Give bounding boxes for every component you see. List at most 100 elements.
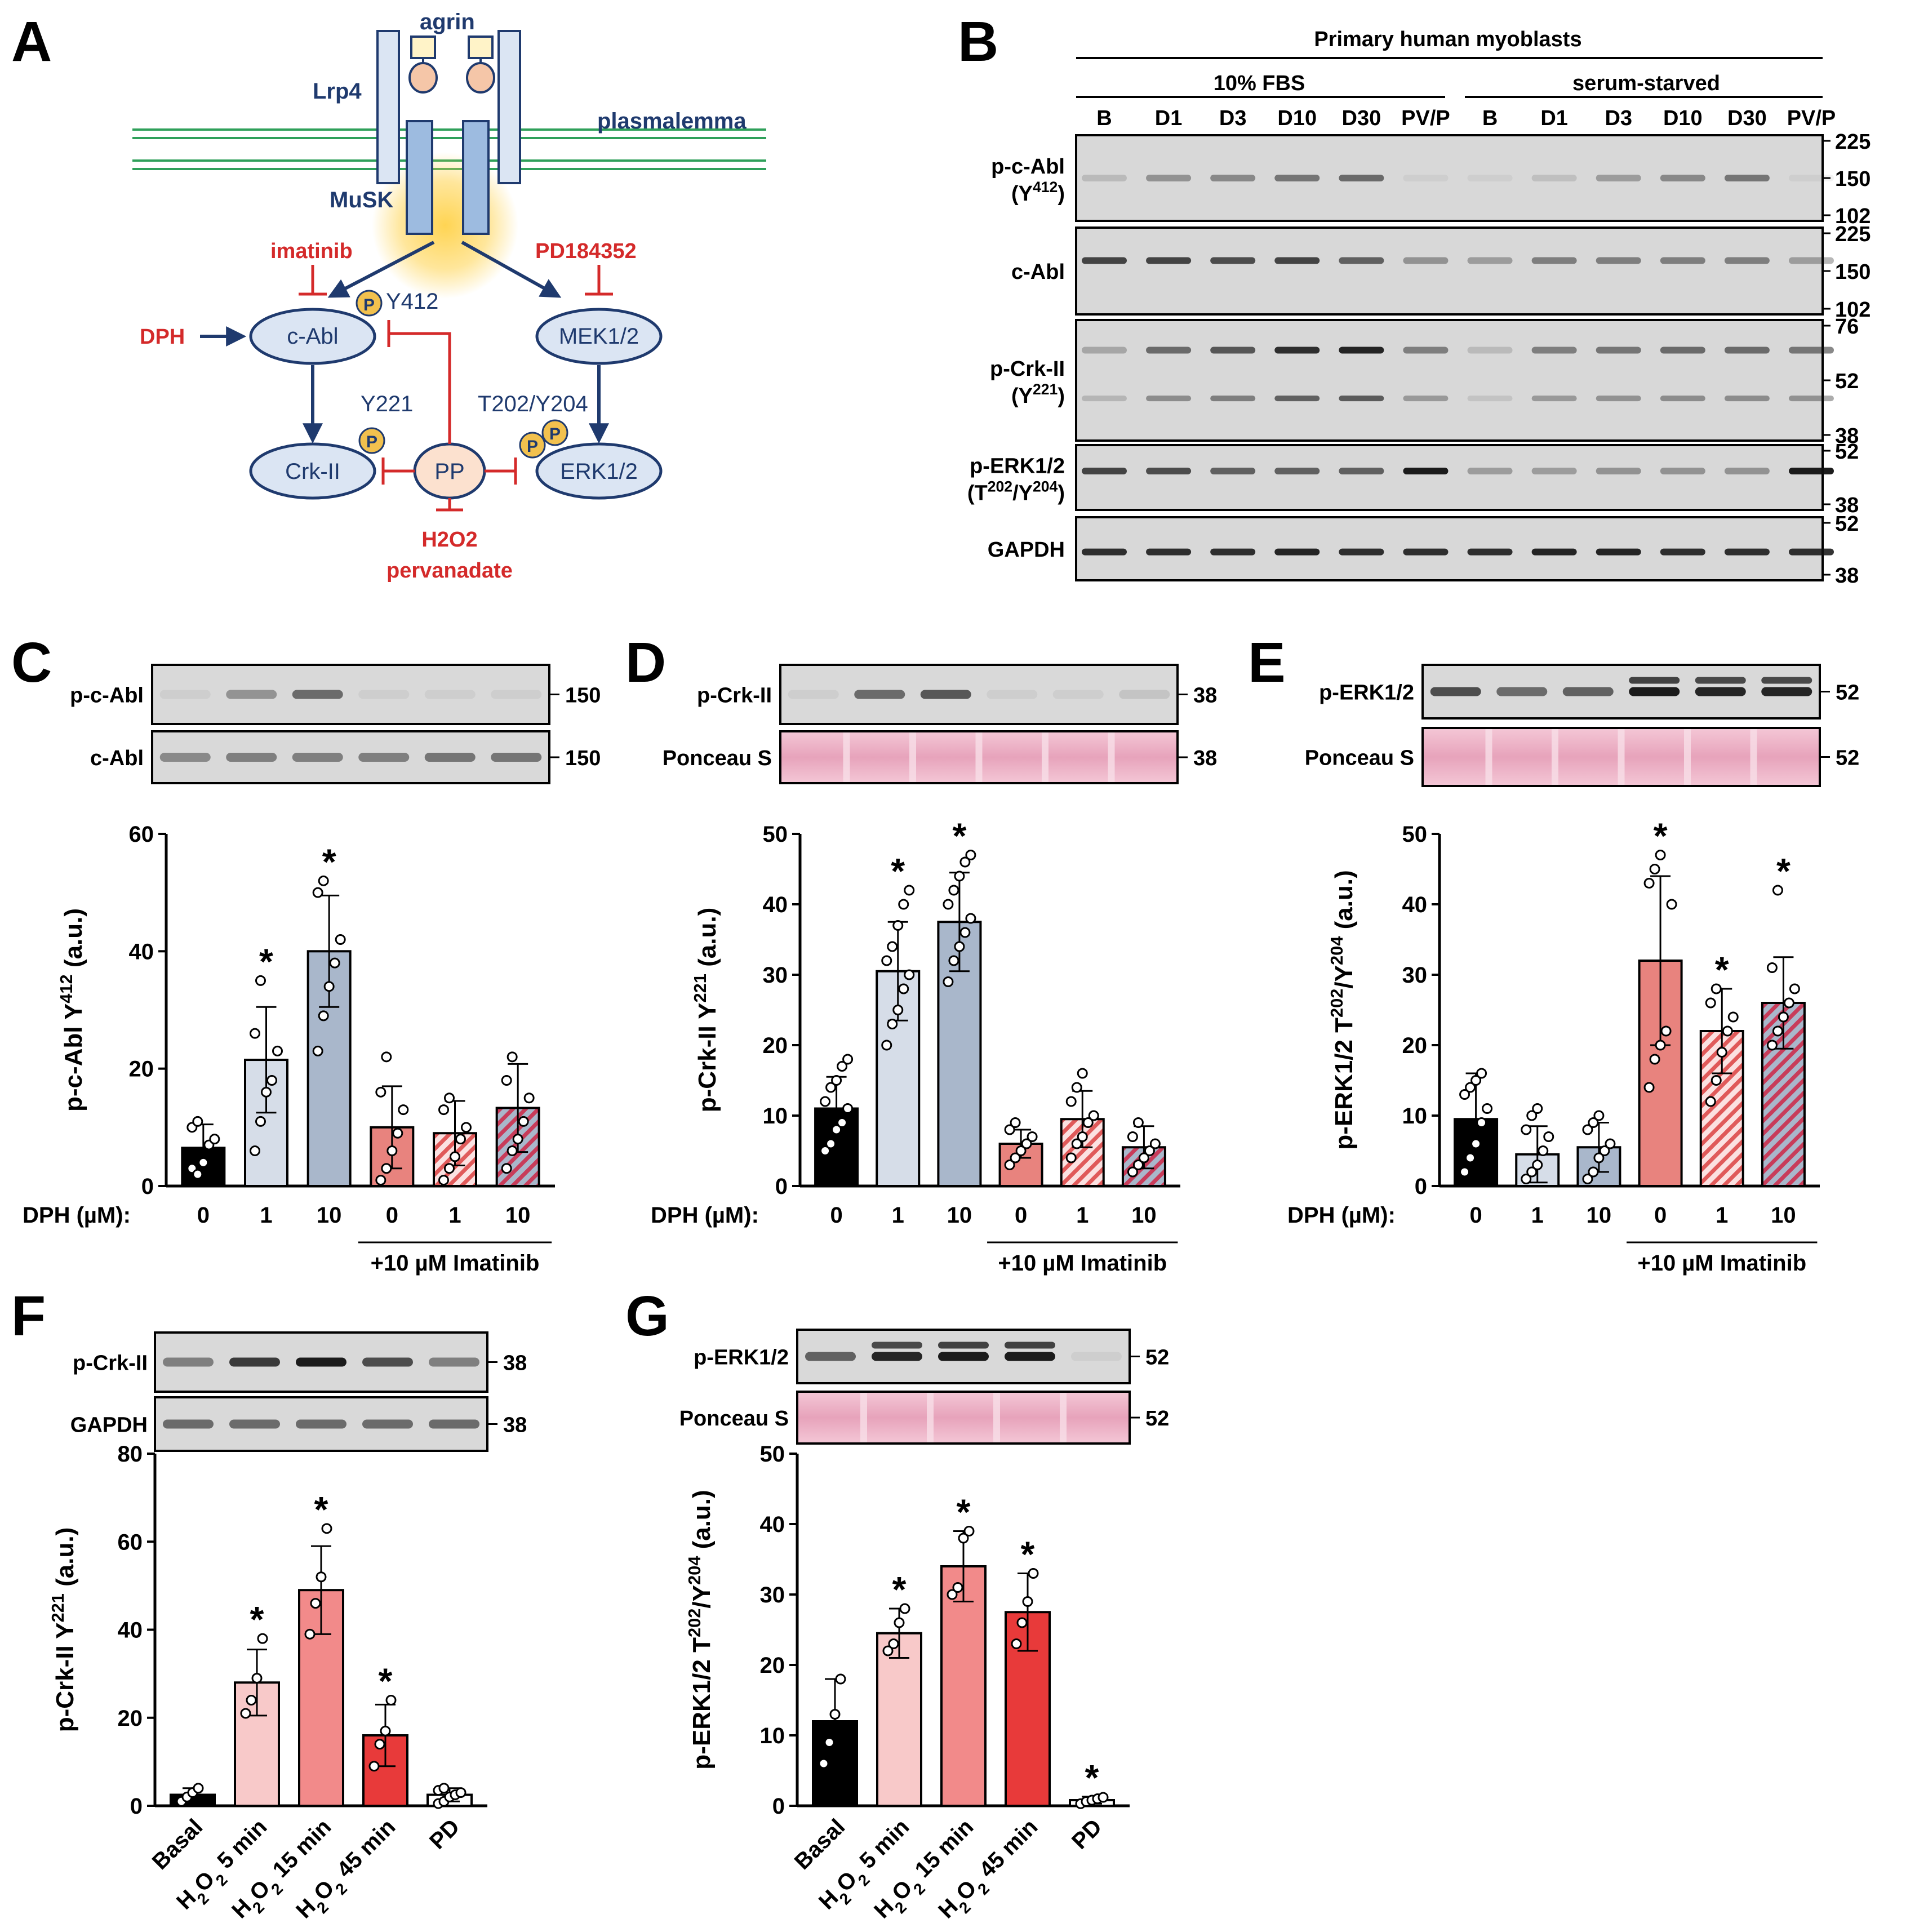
blot-band [1467, 548, 1513, 556]
y-tick-label: 20 [763, 1033, 788, 1058]
data-point [1710, 1075, 1722, 1086]
blot-band [1789, 175, 1834, 181]
crk-node-label: Crk-II [285, 459, 340, 484]
mek-node [535, 308, 663, 365]
blot-row-label: p-ERK1/2 [1319, 681, 1414, 705]
data-point [965, 913, 976, 924]
panel-letter-g: G [625, 1285, 669, 1348]
blot-b-row-sublabel: (Y412) [1011, 179, 1065, 206]
group-label: +10 µM Imatinib [371, 1251, 540, 1276]
musk-right [462, 120, 490, 235]
data-point [375, 1086, 386, 1098]
data-point [1465, 1082, 1476, 1093]
data-point [392, 1127, 403, 1139]
data-point [1010, 1152, 1021, 1163]
y-tick-label: 50 [760, 1442, 785, 1467]
x-tick-label: 0 [197, 1203, 210, 1228]
data-point [1660, 1025, 1672, 1037]
data-point [959, 927, 971, 938]
mw-label: 52 [1836, 747, 1859, 770]
mek-node-label: MEK1/2 [559, 324, 639, 349]
blot-band [491, 690, 542, 699]
data-point [1655, 850, 1666, 860]
ponceau-lane-gap [909, 732, 916, 782]
phospho-crk [358, 427, 385, 454]
ponceau-strip [796, 1391, 1131, 1445]
blot-b-row-sublabel: (Y221) [1011, 381, 1065, 408]
data-point [1649, 1054, 1660, 1065]
data-point [461, 1122, 472, 1133]
blot-band [358, 690, 410, 699]
lane-label: D30 [1342, 106, 1381, 130]
data-point [954, 941, 965, 952]
blot-b-row-label: p-Crk-II [990, 357, 1065, 381]
mw-label: 102 [1835, 298, 1871, 322]
blot-band [1146, 347, 1192, 354]
blot-band [1339, 347, 1384, 354]
lane-label: D1 [1540, 106, 1568, 130]
ponceau-lane-gap [1060, 1393, 1067, 1442]
mw-label: 52 [1145, 1407, 1169, 1431]
blot-band [1210, 347, 1256, 354]
y-tick-label: 40 [1402, 892, 1428, 917]
y-tick-label: 30 [1402, 963, 1428, 988]
y-tick-label: 40 [118, 1618, 143, 1643]
blot-b-row-label: GAPDH [988, 538, 1065, 562]
mw-label: 150 [1835, 260, 1871, 284]
significance-star: * [250, 1599, 264, 1640]
y-axis-label: p-ERK1/2 T202/Y204 (a.u.) [685, 1490, 716, 1769]
significance-star: * [1654, 816, 1668, 856]
mw-label: 225 [1835, 223, 1871, 246]
data-point [1521, 1124, 1532, 1135]
blot-band [1339, 175, 1384, 181]
data-point [381, 1051, 392, 1063]
blot-band [163, 1357, 214, 1367]
y-tick-label: 10 [1402, 1104, 1428, 1129]
y-tick-label: 40 [129, 939, 154, 964]
data-point [948, 955, 959, 966]
blot-band [1789, 548, 1834, 556]
plasmalemma-label: plasmalemma [597, 109, 747, 134]
blot-b-strip [1075, 134, 1824, 222]
blot-band [1005, 1352, 1055, 1361]
data-point [1783, 997, 1794, 1009]
data-point [368, 1761, 380, 1772]
blot-band [1629, 687, 1680, 696]
data-point [1138, 1152, 1149, 1163]
data-point [312, 1045, 323, 1056]
crk-node [249, 442, 376, 500]
blot-band [1562, 687, 1614, 696]
musk-label: MuSK [330, 188, 393, 212]
data-point [318, 875, 329, 886]
blot-band [938, 1342, 989, 1349]
data-point [523, 1092, 535, 1104]
lane-label: D3 [1605, 106, 1632, 130]
blot-strip [151, 730, 550, 784]
blot-band [292, 753, 343, 762]
agrin-box-right [468, 35, 494, 59]
blot-band [1531, 257, 1577, 264]
blot-b-group2: serum-starved [1572, 72, 1720, 95]
blot-band [1082, 175, 1127, 181]
blot-b-strip [1075, 319, 1824, 442]
data-point [455, 1787, 466, 1798]
data-point [438, 1104, 449, 1116]
blot-band [1596, 175, 1641, 181]
mw-label: 38 [503, 1352, 527, 1375]
lane-label: D10 [1277, 106, 1317, 130]
ponceau-lane-gap [1552, 729, 1558, 785]
blot-band [1724, 548, 1770, 556]
mw-label: 52 [1836, 681, 1859, 705]
y-tick-label: 10 [763, 1104, 788, 1129]
blot-band [362, 1357, 413, 1367]
data-point [385, 1695, 397, 1706]
data-point [1459, 1089, 1470, 1100]
ponceau-lane-gap [843, 732, 850, 782]
pd184352-label: PD184352 [535, 239, 637, 263]
blot-band [296, 1357, 346, 1367]
blot-band [424, 690, 476, 699]
data-point [1526, 1110, 1538, 1121]
